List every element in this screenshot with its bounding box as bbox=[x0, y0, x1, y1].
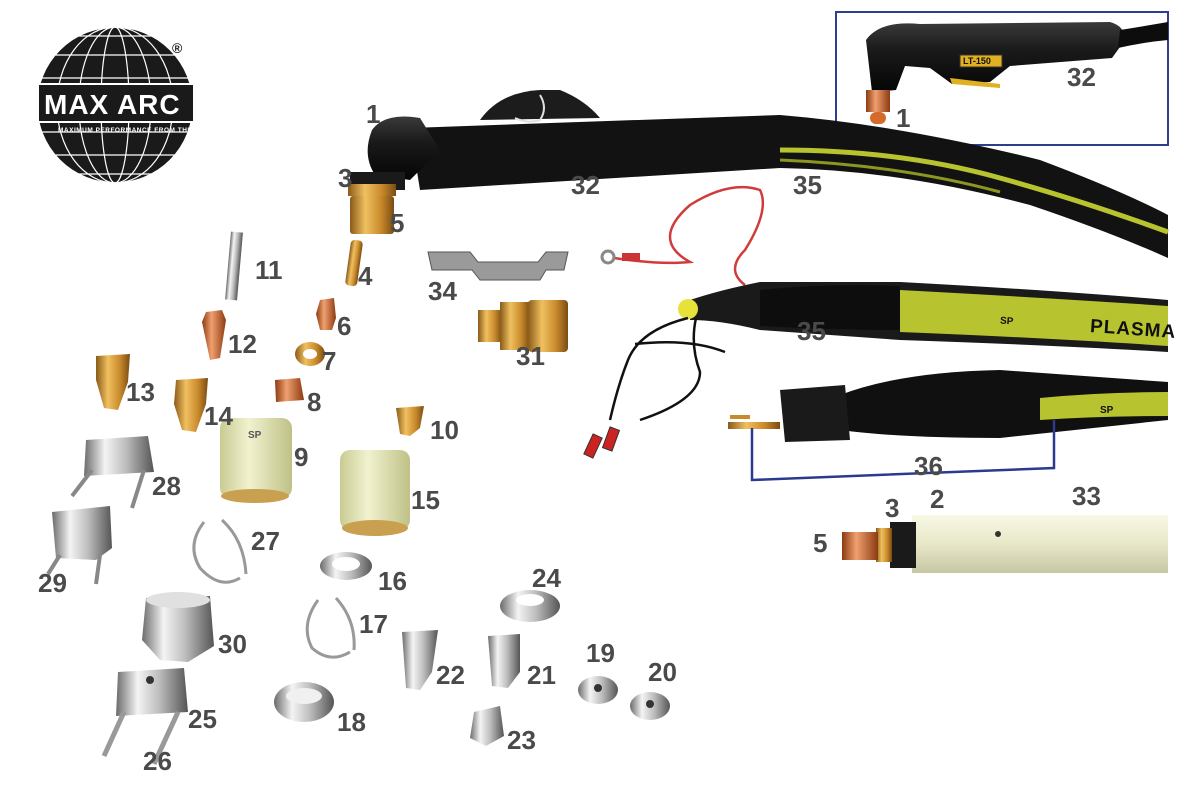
callout-36: 36 bbox=[914, 451, 943, 481]
part-17 bbox=[305, 596, 356, 659]
callout-19: 19 bbox=[586, 638, 615, 668]
part-13 bbox=[96, 354, 130, 410]
part-19 bbox=[578, 676, 618, 704]
callout-31: 31 bbox=[516, 341, 545, 371]
callout-13: 13 bbox=[126, 377, 155, 407]
callout-7: 7 bbox=[322, 346, 337, 376]
cable-print-mark: SP bbox=[999, 315, 1014, 328]
part-22 bbox=[402, 630, 438, 690]
callout-2: 2 bbox=[930, 484, 945, 514]
part-14 bbox=[174, 378, 208, 432]
part-12 bbox=[202, 310, 226, 360]
part-15 bbox=[340, 450, 410, 536]
callout-16: 16 bbox=[378, 566, 407, 596]
registered-mark: ® bbox=[172, 40, 183, 56]
callout-3: 3 bbox=[338, 163, 353, 193]
callout-17: 17 bbox=[359, 609, 388, 639]
callout-15: 15 bbox=[411, 485, 440, 515]
machine-torch-33 bbox=[842, 515, 1168, 573]
callout-26: 26 bbox=[143, 746, 172, 776]
callout-4: 4 bbox=[358, 261, 373, 291]
part-11 bbox=[225, 231, 243, 301]
part-18 bbox=[274, 682, 334, 722]
part-21 bbox=[488, 634, 520, 688]
lead-connector-36 bbox=[728, 370, 1168, 442]
brand-tagline: MAXIMUM PERFORMANCE FROM THE ARC bbox=[58, 127, 210, 134]
lead-cable-35 bbox=[583, 282, 1168, 459]
adapter-31 bbox=[478, 300, 568, 352]
callout-21: 21 bbox=[527, 660, 556, 690]
callout-28: 28 bbox=[152, 471, 181, 501]
part-25-26 bbox=[101, 668, 188, 766]
callout-11: 11 bbox=[255, 255, 283, 285]
callout-35-lead: 35 bbox=[797, 316, 826, 346]
part-28 bbox=[70, 436, 154, 509]
part-30 bbox=[142, 592, 214, 662]
callout-32-inset: 32 bbox=[1067, 62, 1096, 92]
part-27 bbox=[192, 518, 248, 584]
main-torch-and-lead bbox=[348, 90, 1169, 258]
callout-9: 9 bbox=[294, 442, 309, 472]
part-8 bbox=[275, 378, 304, 402]
callout-3-machine: 3 bbox=[885, 493, 900, 523]
part-4 bbox=[345, 239, 363, 287]
max-arc-logo-globe bbox=[36, 26, 195, 184]
inset-model-plate: LT-150 bbox=[963, 56, 991, 66]
part-10 bbox=[396, 406, 424, 436]
cup-9-print-mark: SP bbox=[248, 430, 262, 441]
red-pilot-wire bbox=[600, 185, 765, 286]
callout-30: 30 bbox=[218, 629, 247, 659]
callout-24: 24 bbox=[532, 563, 561, 593]
part-16 bbox=[320, 552, 372, 580]
part-9 bbox=[220, 418, 292, 503]
callout-33: 33 bbox=[1072, 481, 1101, 511]
callout-25: 25 bbox=[188, 704, 217, 734]
callout-29: 29 bbox=[38, 568, 67, 598]
callout-18: 18 bbox=[337, 707, 366, 737]
inset-hand-torch bbox=[866, 22, 1168, 124]
callout-35: 35 bbox=[793, 170, 822, 200]
callout-23: 23 bbox=[507, 725, 536, 755]
callout-5-machine: 5 bbox=[813, 528, 828, 558]
callout-20: 20 bbox=[648, 657, 677, 687]
callout-5: 5 bbox=[390, 208, 405, 238]
callout-10: 10 bbox=[430, 415, 459, 445]
spanner-wrench-34 bbox=[427, 251, 569, 281]
callout-22: 22 bbox=[436, 660, 465, 690]
callout-34: 34 bbox=[428, 276, 457, 306]
part-23 bbox=[470, 706, 504, 746]
part-29 bbox=[46, 506, 112, 585]
part-20 bbox=[630, 692, 670, 720]
part-24 bbox=[500, 590, 560, 622]
callout-12: 12 bbox=[228, 329, 257, 359]
connector-bracket bbox=[750, 420, 1056, 482]
callout-1-inset: 1 bbox=[896, 103, 911, 133]
brand-name: MAX ARC bbox=[44, 89, 181, 120]
callout-27: 27 bbox=[251, 526, 280, 556]
connector-print-mark: SP bbox=[1100, 405, 1114, 416]
callout-1: 1 bbox=[366, 99, 381, 129]
callout-32: 32 bbox=[571, 170, 600, 200]
callout-6: 6 bbox=[337, 311, 352, 341]
callout-8: 8 bbox=[307, 387, 322, 417]
part-6 bbox=[316, 298, 336, 330]
callout-14: 14 bbox=[204, 401, 233, 431]
